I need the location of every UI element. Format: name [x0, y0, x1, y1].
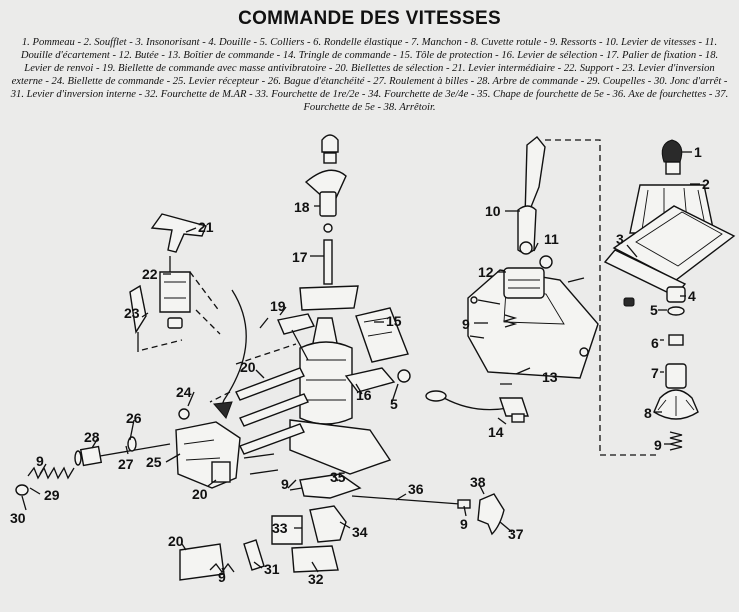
gear-lever-assembly — [467, 136, 599, 385]
callout-32: 32 — [308, 571, 324, 587]
shift-shaft-assembly — [15, 408, 279, 496]
fork-assembly — [179, 473, 505, 581]
callout-31: 31 — [264, 561, 280, 577]
callout-14: 14 — [488, 424, 504, 440]
leader-lines — [21, 151, 700, 573]
callout-24: 24 — [176, 384, 192, 400]
callout-9-fork: 9 — [281, 476, 289, 492]
callout-18: 18 — [294, 199, 310, 215]
shift-rod — [425, 390, 529, 423]
callout-28: 28 — [84, 429, 100, 445]
diagram-title: COMMANDE DES VITESSES — [238, 8, 501, 29]
callout-38: 38 — [470, 474, 486, 490]
callout-23: 23 — [124, 305, 140, 321]
callout-12: 12 — [478, 264, 494, 280]
selector-links — [209, 343, 309, 455]
callout-6: 6 — [651, 335, 659, 351]
callout-5-center: 5 — [390, 396, 398, 412]
callout-26: 26 — [126, 410, 142, 426]
callout-25: 25 — [146, 454, 162, 470]
callout-7: 7 — [651, 365, 659, 381]
callout-11: 11 — [544, 231, 559, 247]
callout-20-links: 20 — [240, 359, 256, 375]
callout-4: 4 — [688, 288, 696, 304]
callout-19: 19 — [270, 298, 286, 314]
callout-9-detent: 9 — [460, 516, 468, 532]
assembly-link-line — [545, 139, 660, 456]
mount-arrow — [219, 289, 247, 411]
callout-27: 27 — [118, 456, 134, 472]
callout-22: 22 — [142, 266, 158, 282]
callout-9-reverse: 9 — [218, 569, 226, 585]
parts-legend: 1. Pommeau - 2. Soufflet - 3. Insonorisa… — [10, 37, 729, 114]
callout-8: 8 — [644, 405, 652, 421]
callout-16: 16 — [356, 387, 372, 403]
callout-3: 3 — [616, 231, 624, 247]
intermediate-lever-assembly — [129, 213, 221, 352]
callout-17: 17 — [292, 249, 308, 265]
callout-30: 30 — [10, 510, 26, 526]
callout-15: 15 — [386, 313, 402, 329]
control-link — [259, 313, 316, 361]
callout-9-right: 9 — [654, 437, 662, 453]
knob-assembly — [603, 139, 736, 451]
callout-34: 34 — [352, 524, 368, 540]
callout-35: 35 — [330, 469, 346, 485]
callout-labels: 1 2 3 4 5 6 7 8 9 10 11 12 9 13 14 15 16… — [10, 144, 710, 587]
callout-21: 21 — [198, 219, 214, 235]
mount-arrow-head — [213, 401, 233, 419]
callout-20-reverse: 20 — [168, 533, 184, 549]
callout-9-shaft: 9 — [36, 453, 44, 469]
callout-10: 10 — [485, 203, 501, 219]
callout-1: 1 — [694, 144, 702, 160]
callout-37: 37 — [508, 526, 524, 542]
callout-9-housing: 9 — [462, 316, 470, 332]
relay-lever-assembly — [289, 134, 411, 475]
callout-5-right: 5 — [650, 302, 658, 318]
callout-33: 33 — [272, 520, 288, 536]
callout-36: 36 — [408, 481, 424, 497]
callout-13: 13 — [542, 369, 558, 385]
callout-20-lever: 20 — [192, 486, 208, 502]
callout-2: 2 — [702, 176, 710, 192]
callout-29: 29 — [44, 487, 60, 503]
